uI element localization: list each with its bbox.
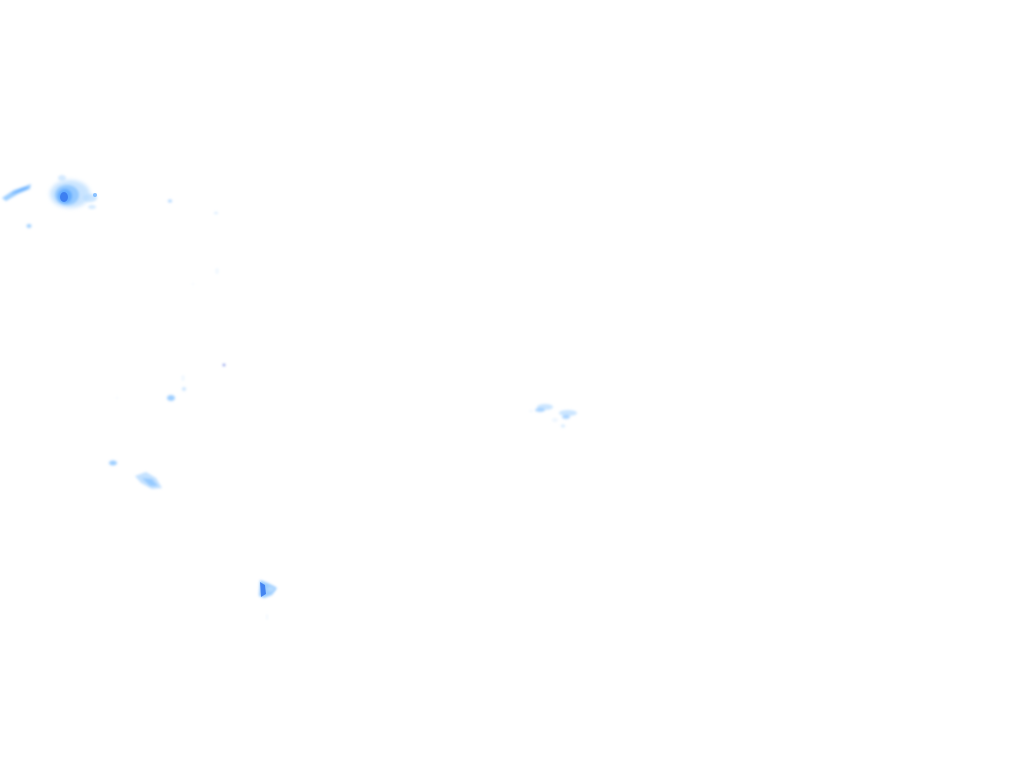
precip-specks-nw xyxy=(26,199,219,285)
precip-cell-central xyxy=(529,404,577,428)
precip-cell-nw-streak xyxy=(2,184,31,201)
precip-cell-sw-small xyxy=(109,460,162,489)
precip-specks-mid-left xyxy=(116,364,225,401)
precip-cell-nw-main xyxy=(50,175,97,209)
precip-cell-south xyxy=(259,580,277,620)
